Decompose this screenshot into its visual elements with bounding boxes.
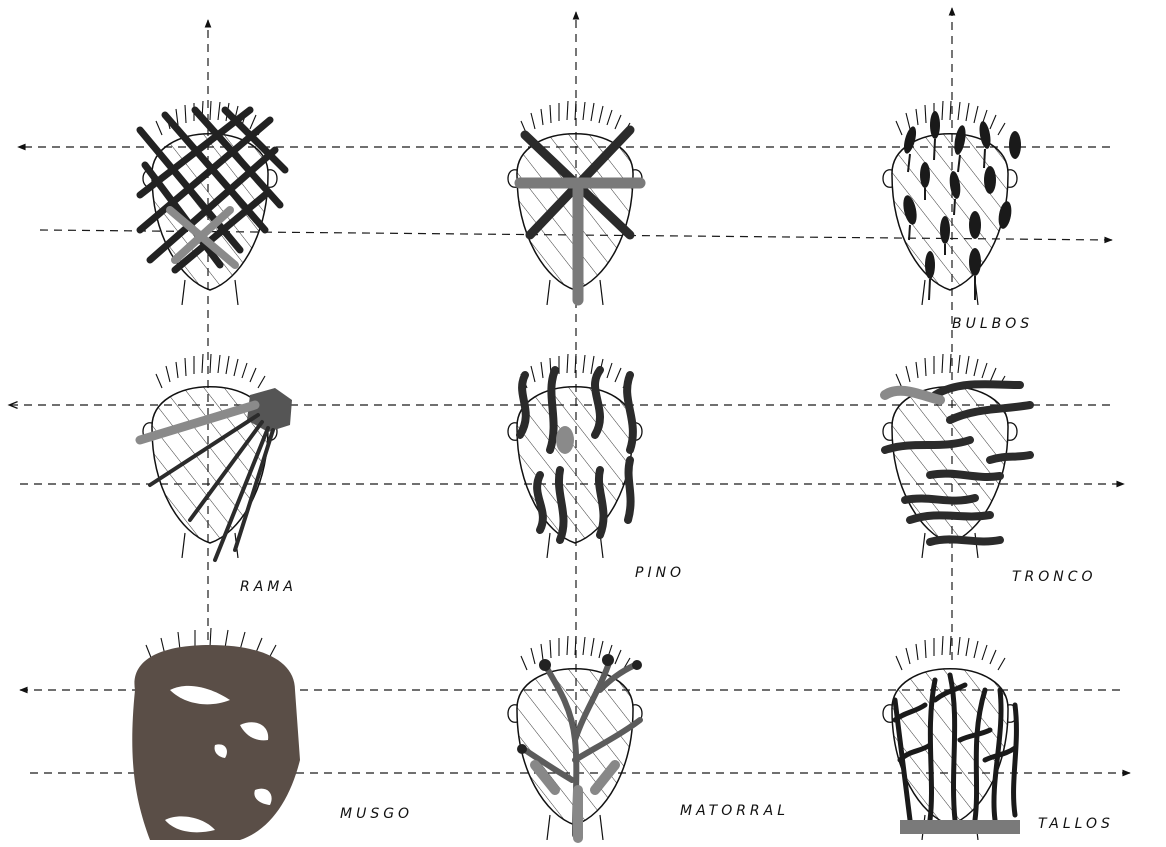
label-rama: RAMA bbox=[240, 579, 297, 595]
head-estrella bbox=[508, 101, 642, 305]
label-bulbos: BULBOS bbox=[952, 316, 1033, 332]
label-musgo: MUSGO bbox=[340, 806, 413, 822]
head-tronco bbox=[883, 354, 1030, 558]
head-rama bbox=[140, 354, 292, 560]
head-pino bbox=[508, 354, 642, 558]
head-bulbos bbox=[883, 101, 1021, 305]
head-tallos bbox=[883, 636, 1020, 840]
head-musgo bbox=[132, 628, 300, 840]
label-matorral: MATORRAL bbox=[680, 803, 789, 819]
label-pino: PINO bbox=[635, 565, 685, 581]
head-rama-grid bbox=[140, 101, 285, 305]
head-matorral bbox=[508, 636, 642, 840]
label-tallos: TALLOS bbox=[1038, 816, 1114, 832]
label-tronco: TRONCO bbox=[1012, 569, 1097, 585]
